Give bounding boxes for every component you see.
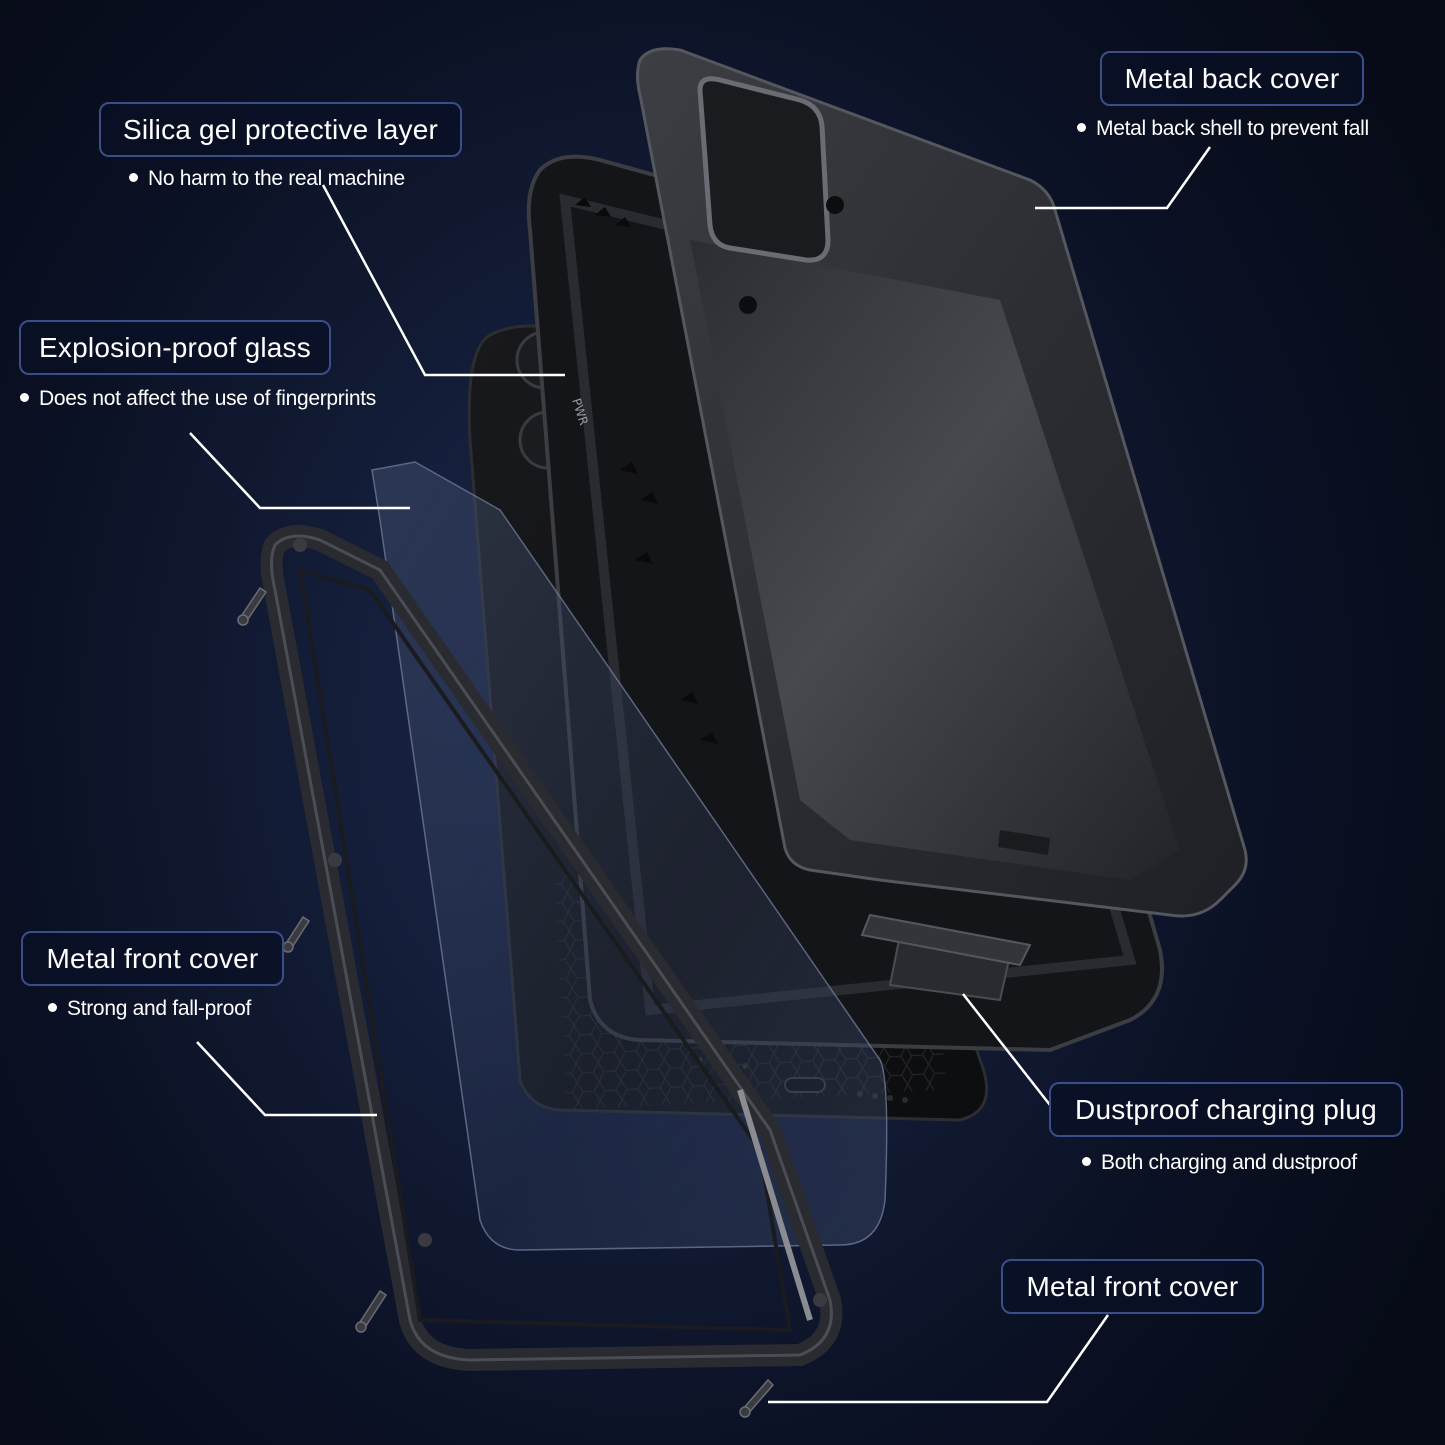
leader-front-cover-right bbox=[768, 1314, 1110, 1404]
back-cover-bullet-text: Metal back shell to prevent fall bbox=[1096, 117, 1369, 140]
front-cover-left-bullet-text: Strong and fall-proof bbox=[67, 997, 251, 1020]
silica-layer-bullet: No harm to the real machine bbox=[129, 167, 405, 191]
metal-back-cover bbox=[636, 47, 1248, 918]
leader-glass bbox=[189, 432, 410, 510]
screws bbox=[237, 586, 775, 1418]
silica-layer-bullet-text: No harm to the real machine bbox=[148, 167, 405, 190]
glass-bullet: Does not affect the use of fingerprints bbox=[20, 387, 376, 411]
front-cover-right-title: Metal front cover bbox=[1001, 1259, 1264, 1314]
front-cover-left-title: Metal front cover bbox=[21, 931, 284, 986]
bullet-dot bbox=[129, 172, 138, 182]
leader-charging-plug bbox=[962, 993, 1051, 1106]
metal-front-cover bbox=[260, 525, 843, 1372]
bullet-dot bbox=[1077, 122, 1086, 132]
leader-lines bbox=[189, 146, 1212, 1404]
glass-title: Explosion-proof glass bbox=[19, 320, 331, 375]
leader-front-cover-left bbox=[196, 1041, 377, 1117]
bullet-dot bbox=[1082, 1156, 1091, 1166]
explosion-proof-glass bbox=[371, 461, 888, 1251]
leader-silica-layer bbox=[321, 184, 565, 377]
back-cover-bullet: Metal back shell to prevent fall bbox=[1077, 117, 1369, 141]
leader-back-cover bbox=[1035, 146, 1212, 210]
silica-layer-title: Silica gel protective layer bbox=[99, 102, 462, 157]
glass-bullet-text: Does not affect the use of fingerprints bbox=[39, 387, 376, 410]
bullet-dot bbox=[20, 392, 29, 402]
back-cover-title: Metal back cover bbox=[1100, 51, 1364, 106]
front-cover-left-bullet: Strong and fall-proof bbox=[48, 997, 251, 1021]
bullet-dot bbox=[48, 1002, 57, 1012]
charging-plug-bullet-text: Both charging and dustproof bbox=[1101, 1151, 1357, 1174]
charging-plug-bullet: Both charging and dustproof bbox=[1082, 1151, 1357, 1175]
charging-plug-title: Dustproof charging plug bbox=[1049, 1082, 1403, 1137]
